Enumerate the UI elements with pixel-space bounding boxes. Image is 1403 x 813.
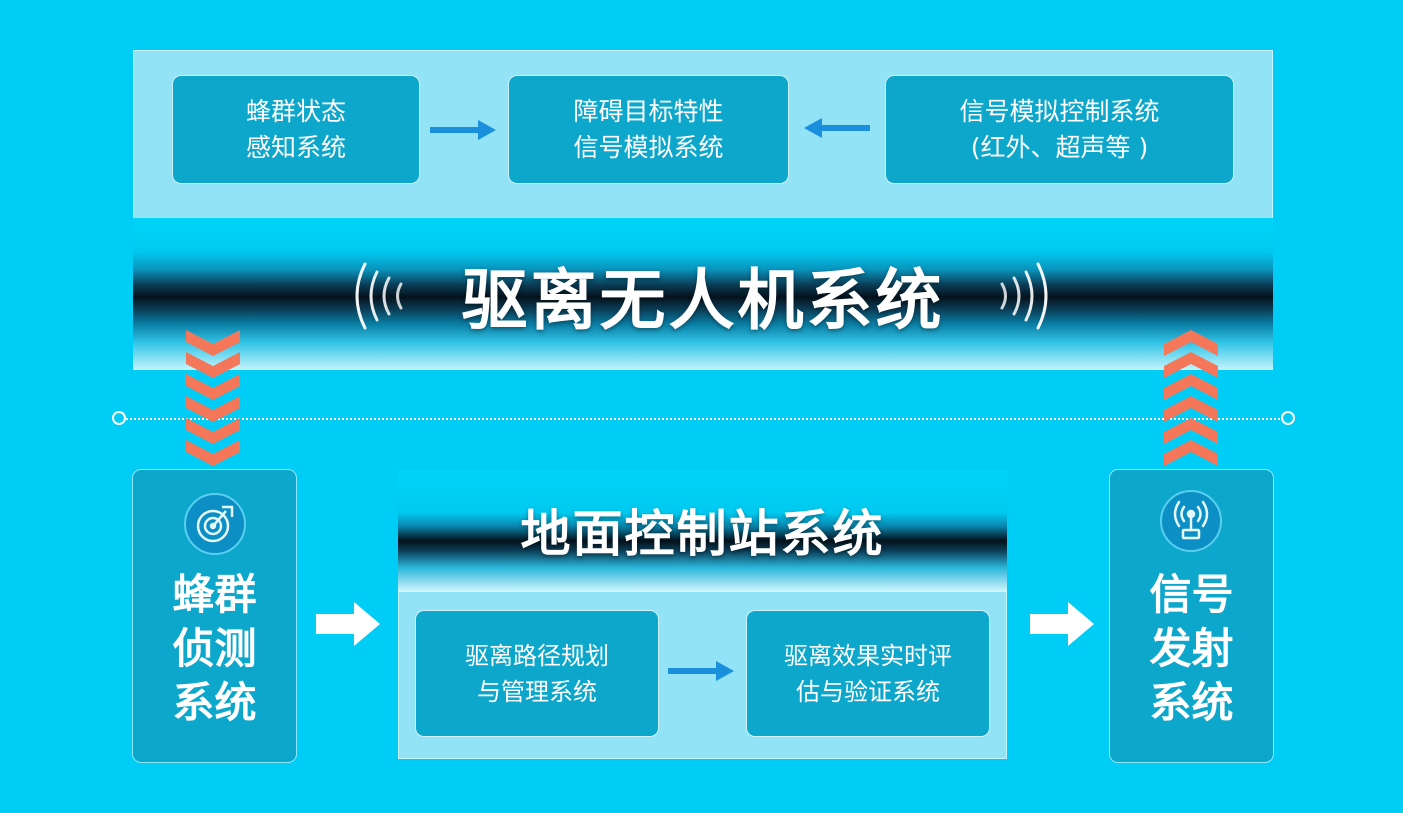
title-line: 系统 — [1149, 678, 1234, 727]
module-line: (红外、超声等 ) — [970, 132, 1149, 162]
drone-system-title-band — [133, 218, 1273, 370]
white-arrow-right-icon — [1030, 602, 1094, 646]
white-arrow-right-icon — [316, 602, 380, 646]
title-line: 侦测 — [172, 624, 257, 673]
ground-station-title: 地面控制站系统 — [520, 505, 885, 563]
path-planning-module: 驱离路径规划 与管理系统 — [416, 611, 658, 736]
module-line: 信号模拟系统 — [573, 132, 724, 162]
module-line: 驱离效果实时评 — [784, 641, 952, 670]
signal-waves-left-icon — [355, 262, 403, 330]
title-line: 蜂群 — [172, 570, 257, 619]
antenna-icon — [1160, 490, 1222, 552]
flow-arrow-right-icon — [668, 661, 734, 681]
module-line: 感知系统 — [245, 132, 346, 162]
title-line: 发射 — [1149, 624, 1234, 673]
signal-simulation-control-module: 信号模拟控制系统 (红外、超声等 ) — [886, 76, 1233, 183]
swarm-state-sensing-module: 蜂群状态 感知系统 — [173, 76, 419, 183]
divider-end-dot — [112, 411, 126, 425]
flow-arrow-left-icon — [804, 118, 870, 138]
module-line: 信号模拟控制系统 — [959, 96, 1160, 126]
title-line: 信号 — [1149, 570, 1234, 619]
detection-system-title: 蜂群 侦测 系统 — [133, 568, 296, 730]
module-line: 估与验证系统 — [796, 677, 940, 706]
radar-icon — [184, 493, 246, 555]
signal-system-title: 信号 发射 系统 — [1110, 568, 1273, 730]
effect-evaluation-module: 驱离效果实时评 估与验证系统 — [747, 611, 989, 736]
divider-end-dot — [1281, 411, 1295, 425]
chevrons-down-icon — [186, 330, 240, 466]
module-line: 蜂群状态 — [245, 96, 346, 126]
obstacle-signal-simulation-module: 障碍目标特性 信号模拟系统 — [509, 76, 788, 183]
signal-waves-right-icon — [1000, 262, 1048, 330]
chevrons-up-icon — [1164, 330, 1218, 466]
drone-system-title: 驱离无人机系统 — [461, 262, 945, 339]
dotted-divider — [118, 418, 1288, 420]
module-line: 驱离路径规划 — [465, 641, 609, 670]
title-line: 系统 — [172, 678, 257, 727]
module-line: 障碍目标特性 — [573, 96, 724, 126]
ground-station-title-band — [398, 470, 1007, 592]
flow-arrow-right-icon — [430, 120, 496, 140]
module-line: 与管理系统 — [477, 677, 597, 706]
